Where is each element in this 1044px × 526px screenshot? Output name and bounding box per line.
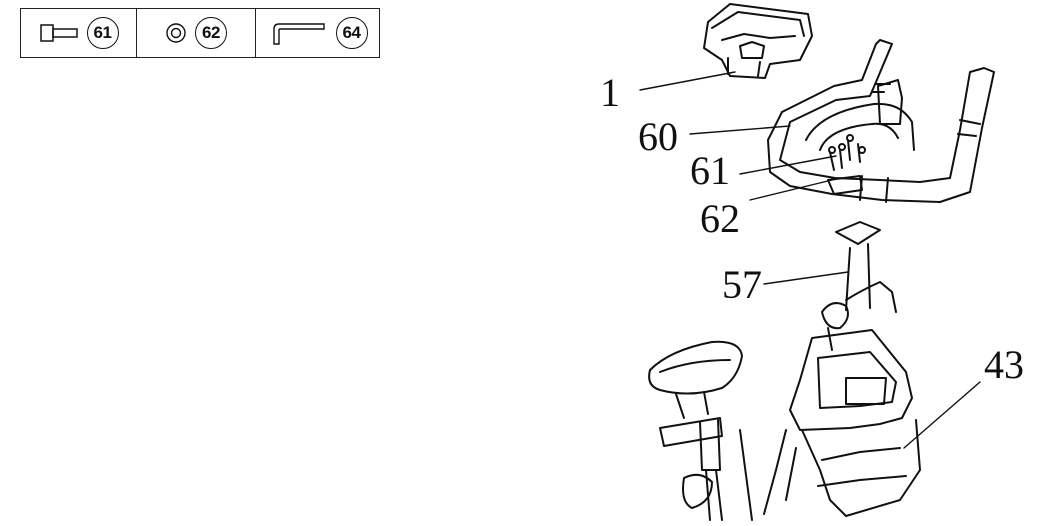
callout-leader-lines — [639, 71, 981, 449]
callout-label-57: 57 — [722, 262, 762, 307]
allen-key-icon — [272, 23, 325, 45]
callout-label-60: 60 — [638, 114, 678, 159]
hardware-parts-table: 61 62 64 — [20, 8, 380, 58]
frame-body-part — [763, 329, 921, 517]
part-number-badge-64: 64 — [335, 17, 368, 49]
parts-cell-allen-key: 64 — [256, 9, 379, 57]
part-number-badge-62: 62 — [195, 17, 227, 49]
bolt-icon — [39, 24, 78, 42]
callout-label-61: 61 — [690, 148, 730, 193]
console-bracket-part — [703, 3, 813, 79]
parts-cell-bolt: 61 — [21, 9, 137, 57]
washer-icon — [166, 23, 186, 43]
parts-cell-washer: 62 — [137, 9, 256, 57]
part-number-badge-61: 61 — [86, 17, 119, 49]
callout-label-1: 1 — [600, 70, 620, 115]
handlebar-post-part — [821, 221, 897, 351]
saddle-assembly — [648, 340, 753, 521]
callout-label-62: 62 — [700, 196, 740, 241]
handlebar-part — [767, 39, 995, 203]
callout-label-43: 43 — [984, 342, 1024, 387]
bolts-and-washers — [827, 134, 866, 195]
